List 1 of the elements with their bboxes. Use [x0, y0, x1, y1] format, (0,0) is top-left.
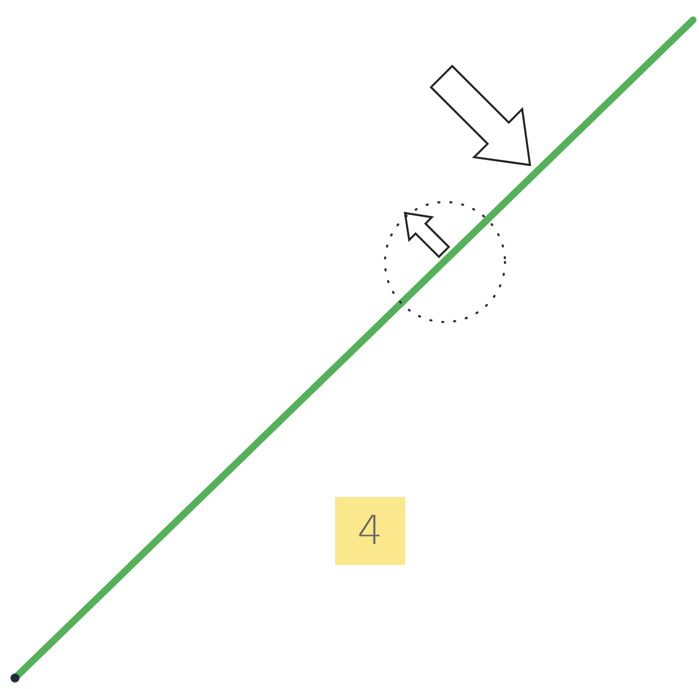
- callout-number: 4: [335, 497, 405, 565]
